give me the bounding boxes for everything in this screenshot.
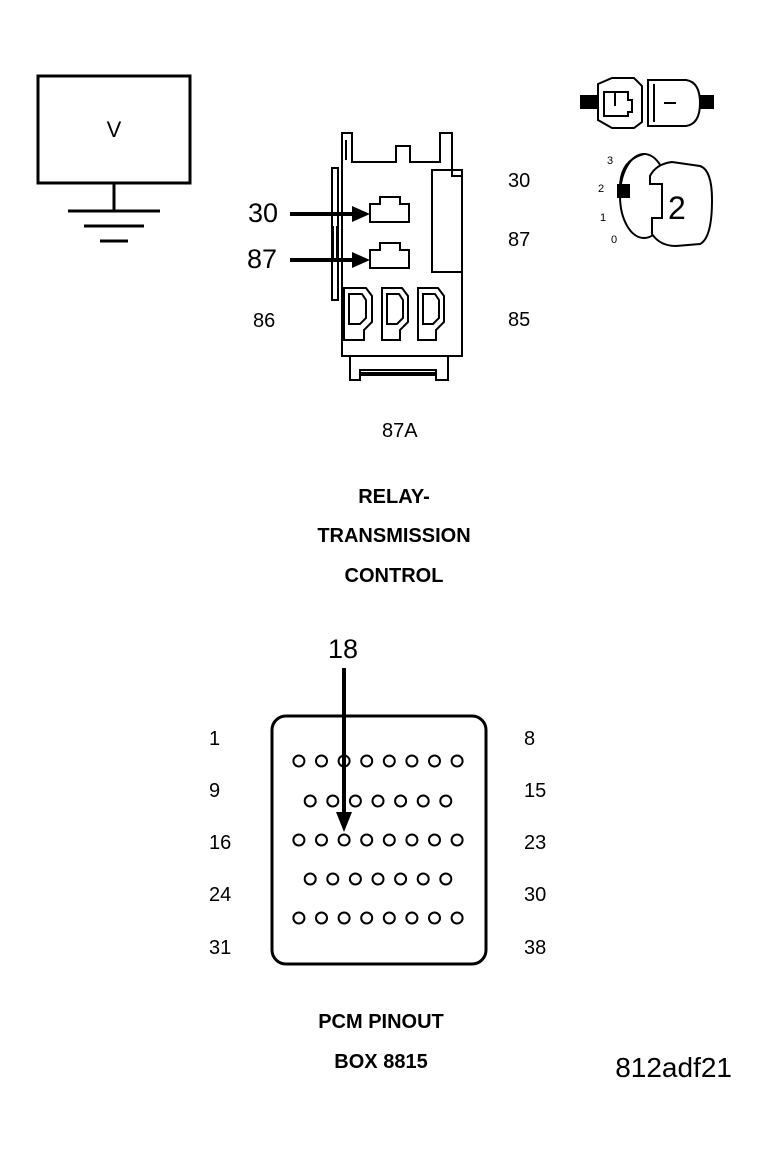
pcm-pin-30 — [439, 872, 453, 886]
pcm-pin-10 — [326, 794, 340, 808]
ignition-position-1: 1 — [600, 212, 607, 224]
pcm-pin-19 — [360, 833, 374, 847]
relay-arrow-30 — [290, 206, 370, 222]
pcm-connector-body — [270, 714, 488, 966]
pcm-pin-26 — [348, 872, 362, 886]
ignition-key-icon — [617, 153, 714, 248]
connector-plug-icon — [580, 77, 714, 129]
pcm-row-left-1: 1 — [209, 728, 221, 750]
pcm-pin-6 — [405, 754, 419, 768]
relay-left-label-30: 30 — [248, 198, 279, 228]
pcm-pin-15 — [439, 794, 453, 808]
relay-title-line-1: RELAY- — [358, 486, 430, 508]
pcm-pin-11 — [348, 794, 362, 808]
pcm-pin-12 — [371, 794, 385, 808]
pcm-row-right-4: 30 — [524, 884, 547, 906]
ignition-position-0: 0 — [611, 234, 618, 246]
pcm-pin-33 — [337, 911, 351, 925]
pcm-pin-23 — [450, 833, 464, 847]
pcm-pin-grid — [292, 754, 464, 925]
relay-title-line-3: CONTROL — [344, 565, 444, 587]
pcm-pin-4 — [360, 754, 374, 768]
pcm-pin-20 — [382, 833, 396, 847]
relay-right-label-30: 30 — [508, 170, 531, 192]
pcm-row-left-3: 16 — [209, 832, 232, 854]
pcm-pin-5 — [382, 754, 396, 768]
ignition-key-position: 2 — [668, 190, 686, 226]
relay-right-label-87: 87 — [508, 229, 531, 251]
pcm-pin-18 — [337, 833, 351, 847]
relay-arrow-87 — [290, 252, 370, 268]
pcm-pin-17 — [315, 833, 328, 847]
relay-bottom-label-87a: 87A — [382, 420, 418, 442]
pcm-pin-31 — [292, 911, 306, 925]
pcm-pin-27 — [371, 872, 385, 886]
pcm-pin-16 — [292, 833, 306, 847]
pcm-pin-29 — [416, 872, 430, 886]
relay-title-line-2: TRANSMISSION — [317, 525, 471, 547]
pcm-pin-25 — [326, 872, 340, 886]
ignition-position-3: 3 — [607, 155, 614, 167]
pcm-row-left-4: 24 — [209, 884, 232, 906]
pcm-pin-37 — [428, 911, 441, 925]
pcm-row-right-5: 38 — [524, 937, 547, 959]
pcm-pin-22 — [428, 833, 441, 847]
pcm-arrow-label: 18 — [328, 634, 359, 664]
voltmeter-label: V — [106, 116, 122, 142]
pcm-pin-8 — [450, 754, 464, 768]
pcm-title-line-1: PCM PINOUT — [318, 1011, 444, 1033]
pcm-row-right-2: 15 — [524, 780, 547, 802]
relay-right-label-85: 85 — [508, 309, 531, 331]
pcm-row-right-3: 23 — [524, 832, 547, 854]
pcm-title-line-2: BOX 8815 — [334, 1051, 428, 1073]
pcm-pin-35 — [382, 911, 396, 925]
pcm-arrow-18 — [336, 668, 352, 832]
pcm-pin-24 — [303, 872, 317, 886]
pcm-row-left-5: 31 — [209, 937, 232, 959]
ignition-position-2: 2 — [598, 183, 605, 195]
pcm-pin-7 — [428, 754, 441, 768]
pcm-pin-13 — [394, 794, 408, 808]
pcm-pin-38 — [450, 911, 464, 925]
relay-connector — [331, 132, 463, 381]
pcm-pin-2 — [315, 754, 328, 768]
pcm-pin-36 — [405, 911, 419, 925]
figure-code: 812adf21 — [615, 1052, 732, 1083]
pcm-pin-14 — [416, 794, 430, 808]
relay-left-label-87: 87 — [247, 244, 278, 274]
pcm-row-left-2: 9 — [209, 780, 221, 802]
pcm-pin-34 — [360, 911, 374, 925]
pcm-pin-32 — [315, 911, 328, 925]
pcm-pin-1 — [292, 754, 306, 768]
pcm-pin-9 — [303, 794, 317, 808]
relay-left-label-86: 86 — [253, 310, 276, 332]
pcm-pin-21 — [405, 833, 419, 847]
pcm-row-right-1: 8 — [524, 728, 536, 750]
pcm-pin-28 — [394, 872, 408, 886]
